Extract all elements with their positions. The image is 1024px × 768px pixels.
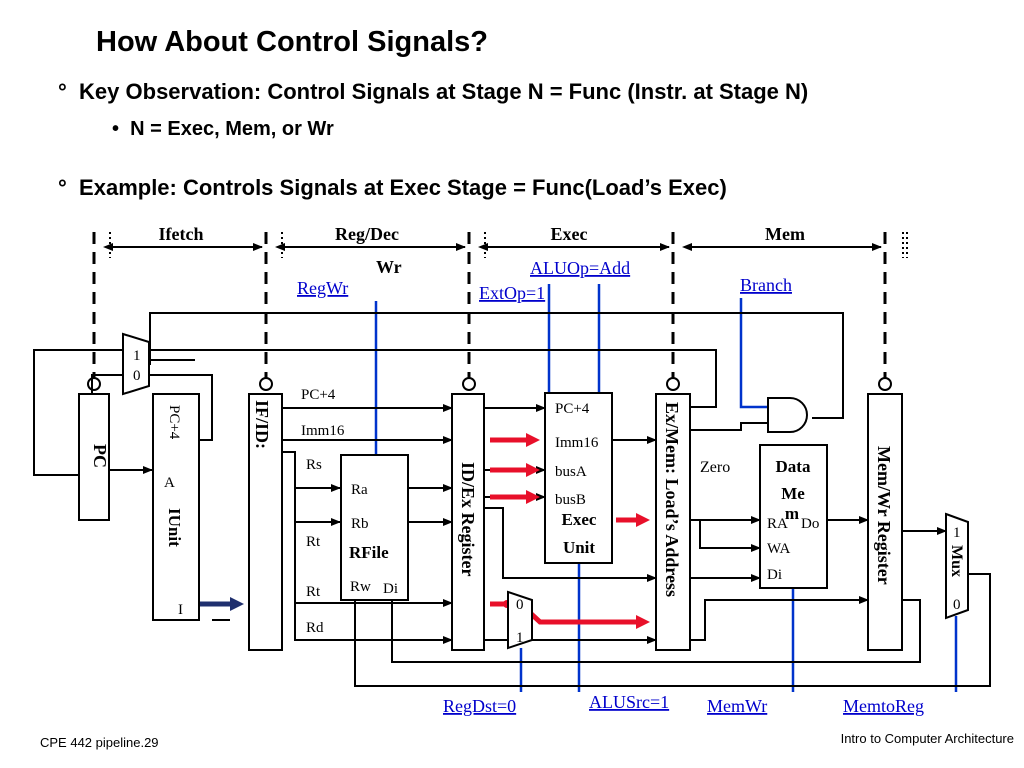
bullet-marker: °	[58, 79, 67, 104]
exec-in-busb: busB	[555, 492, 586, 508]
regdst-mux	[507, 590, 533, 650]
signal-branch: Branch	[740, 275, 792, 295]
instruction-unit	[152, 393, 200, 621]
signal-regdst: RegDst=0	[443, 696, 516, 716]
stage-label-mem: Mem	[765, 224, 805, 244]
datamem-wa: WA	[767, 541, 790, 557]
ifid-out-rt: Rt	[306, 534, 321, 550]
ifid-label: IF/ID:	[252, 400, 272, 449]
register-clocks	[87, 377, 892, 391]
idex-register	[451, 393, 485, 651]
ifid-out-pc4: PC+4	[301, 387, 336, 403]
register-file	[340, 454, 409, 601]
exec-in-imm16: Imm16	[555, 435, 599, 451]
branch-line	[739, 298, 768, 409]
bullet-key-observation: ° Key Observation: Control Signals at St…	[58, 79, 808, 105]
exec-unit-label-2: Unit	[563, 538, 595, 557]
wb-mux-label: Mux	[948, 545, 965, 577]
bullet-example: ° Example: Controls Signals at Exec Stag…	[58, 175, 727, 201]
wb-mux-in0: 0	[953, 597, 961, 613]
ifid-out-rd: Rd	[306, 620, 324, 636]
signal-memwr: MemWr	[707, 696, 767, 716]
pc-register	[78, 393, 110, 521]
idex-label: ID/Ex Register	[458, 462, 478, 576]
footer-course: CPE 442 pipeline.29	[40, 735, 159, 750]
exmem-register	[655, 393, 691, 651]
rfile-rb: Rb	[351, 516, 369, 532]
datamem-di: Di	[767, 567, 782, 583]
sub-bullet-stages: • N = Exec, Mem, or Wr	[112, 118, 334, 141]
bullet-text: Key Observation: Control Signals at Stag…	[79, 79, 809, 104]
stage-label-exec: Exec	[551, 224, 588, 244]
signal-extop: ExtOp=1	[479, 283, 545, 303]
datamem-title-3: m	[785, 504, 799, 523]
exec-unit	[544, 392, 613, 564]
rfile-ra: Ra	[351, 482, 368, 498]
stage-label-regdec: Reg/Dec	[335, 224, 399, 244]
slide-title: How About Control Signals?	[96, 26, 488, 58]
signal-memtoreg: MemtoReg	[843, 696, 924, 716]
pc-mux-in1: 1	[133, 348, 141, 364]
rfile-label: RFile	[349, 543, 389, 562]
exec-unit-label: Exec	[562, 510, 597, 529]
signal-regwr: RegWr	[297, 278, 348, 298]
bullet-text: Example: Controls Signals at Exec Stage …	[79, 175, 727, 200]
bullet-marker: °	[58, 175, 67, 200]
signal-aluop: ALUOp=Add	[530, 258, 630, 278]
regdst-mux-in0: 0	[516, 597, 524, 613]
branch-and-gate	[767, 397, 808, 433]
sub-bullet-marker: •	[112, 118, 120, 140]
memwr-register	[867, 393, 903, 651]
pc-mux-in0: 0	[133, 368, 141, 384]
ifid-out-imm16: Imm16	[301, 423, 345, 439]
rfile-rw: Rw	[350, 579, 371, 595]
exec-in-pc4: PC+4	[555, 401, 590, 417]
memwr-label: Mem/Wr Register	[874, 446, 894, 585]
signal-alusrc: ALUSrc=1	[589, 692, 669, 712]
exmem-label: Ex/Mem: Load’s Address	[662, 402, 682, 597]
datapath-wires	[33, 312, 991, 687]
data-memory	[759, 444, 828, 589]
ifid-register	[248, 393, 283, 651]
stage-label-wr: Wr	[376, 257, 402, 277]
exec-in-busa: busA	[555, 464, 587, 480]
stage-boundaries	[92, 232, 908, 378]
stage-label-ifetch: Ifetch	[159, 224, 204, 244]
ifid-out-rs: Rs	[306, 457, 322, 473]
datamem-title: Data	[776, 457, 811, 476]
pc-label: PC	[90, 444, 110, 468]
datamem-do: Do	[801, 516, 819, 532]
iunit-a: A	[164, 475, 175, 491]
writeback-mux	[945, 512, 969, 620]
wb-mux-in1: 1	[953, 525, 961, 541]
pc-mux	[122, 332, 150, 396]
iunit-label: IUnit	[165, 508, 184, 547]
sub-bullet-text: N = Exec, Mem, or Wr	[130, 118, 334, 140]
datamem-title-2: Me	[781, 484, 805, 503]
iunit-i: I	[178, 602, 183, 618]
zero-label: Zero	[700, 459, 730, 476]
regdst-mux-in1: 1	[516, 630, 524, 646]
iunit-pc4: PC+4	[166, 405, 182, 440]
ifid-out-rt-2: Rt	[306, 584, 321, 600]
datamem-ra: RA	[767, 516, 788, 532]
footer-subject: Intro to Computer Architecture	[840, 731, 1014, 746]
rfile-di: Di	[383, 581, 398, 597]
